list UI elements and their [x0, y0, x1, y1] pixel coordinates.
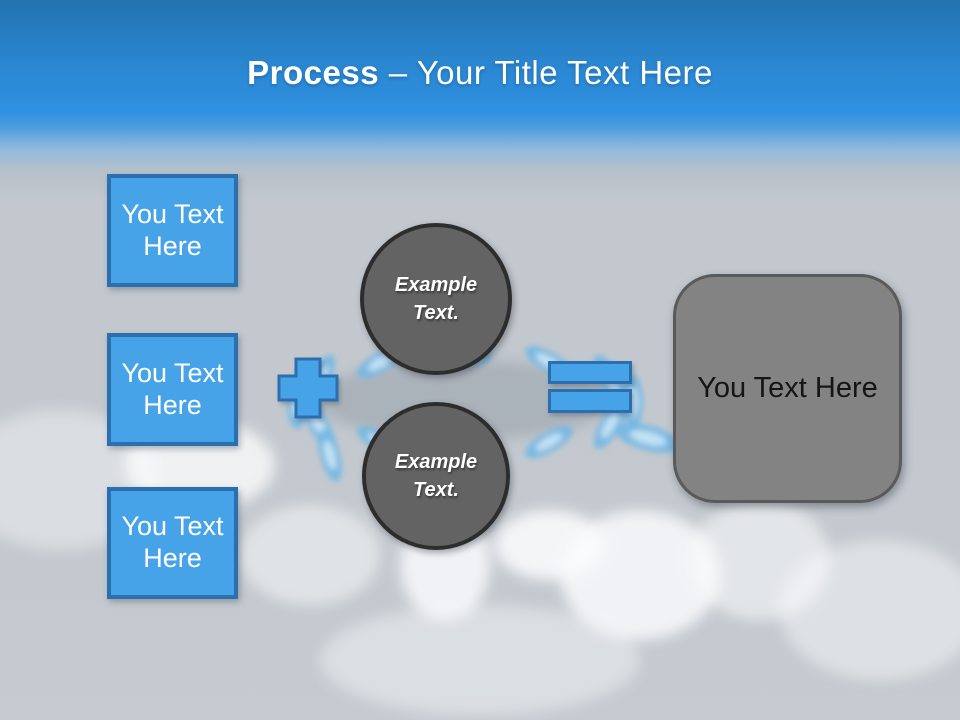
input-box-1[interactable]: You Text Here	[107, 174, 238, 287]
example-circle-2[interactable]: Example Text.	[362, 402, 510, 550]
title-emphasis: Process	[247, 54, 380, 91]
title-rest: – Your Title Text Here	[379, 54, 713, 91]
plus-icon	[277, 357, 339, 419]
smoke-highlights	[0, 410, 960, 715]
result-box-label: You Text Here	[697, 372, 878, 404]
input-box-2-label: You Text Here	[121, 357, 224, 420]
slide-title[interactable]: Process – Your Title Text Here	[0, 54, 960, 92]
input-box-1-label: You Text Here	[121, 198, 224, 261]
input-box-3[interactable]: You Text Here	[107, 487, 238, 599]
input-box-2[interactable]: You Text Here	[107, 333, 238, 446]
example-circle-1[interactable]: Example Text.	[360, 223, 512, 375]
input-box-3-label: You Text Here	[121, 511, 224, 573]
example-circle-2-label: Example Text.	[394, 451, 478, 501]
result-box[interactable]: You Text Here	[673, 274, 902, 503]
equals-icon	[548, 361, 632, 413]
example-circle-1-label: Example Text.	[394, 274, 478, 324]
